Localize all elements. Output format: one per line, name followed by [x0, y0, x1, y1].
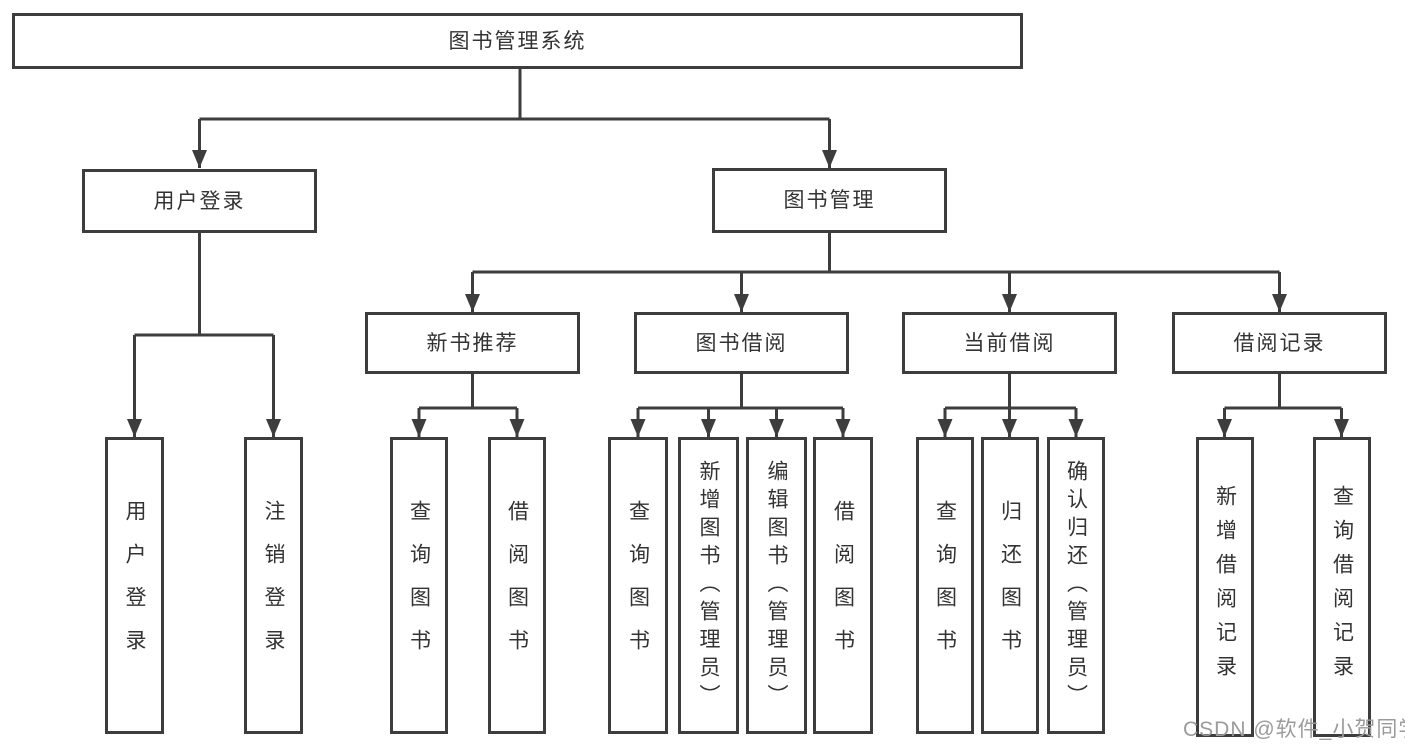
leaf-user-login: 用户登录: [105, 437, 164, 734]
node-user-login: 用户登录: [82, 169, 317, 233]
connector-book-management-bus: [472, 233, 1280, 274]
leaf-confirm-return-admin: 确认归还（管理员）: [1047, 437, 1105, 734]
connector-new-book-bus: [419, 374, 517, 410]
connector-user-login-bus: [134, 233, 274, 337]
leaf-add-borrow-record: 新增借阅记录: [1196, 437, 1254, 737]
leaf-add-book-admin: 新增图书（管理员）: [678, 437, 739, 734]
node-new-book-recommend: 新书推荐: [365, 312, 580, 374]
leaf-query-books-current: 查询图书: [916, 437, 974, 734]
leaf-query-borrow-record: 查询借阅记录: [1313, 437, 1371, 737]
connector-current-borrowing-bus: [945, 374, 1076, 410]
connector-borrow-records-bus: [1224, 374, 1342, 410]
leaf-borrow-books-recommend: 借阅图书: [488, 437, 546, 734]
node-current-borrowing: 当前借阅: [902, 312, 1117, 374]
connector-book-borrowing-bus: [638, 374, 843, 410]
connector-root-bus: [199, 69, 830, 121]
leaf-logout: 注销登录: [244, 437, 303, 734]
node-book-borrowing: 图书借阅: [634, 312, 849, 374]
leaf-borrow-books-borrowing: 借阅图书: [813, 437, 873, 734]
leaf-edit-book-admin: 编辑图书（管理员）: [746, 437, 807, 734]
leaf-query-books-borrowing: 查询图书: [608, 437, 668, 734]
leaf-query-books-recommend: 查询图书: [390, 437, 448, 734]
csdn-watermark: CSDN @软件_小贺同学: [1183, 718, 1405, 741]
leaf-return-books: 归还图书: [981, 437, 1039, 734]
node-borrow-records: 借阅记录: [1172, 312, 1387, 374]
node-book-management: 图书管理: [712, 168, 947, 233]
node-library-system: 图书管理系统: [12, 13, 1023, 69]
